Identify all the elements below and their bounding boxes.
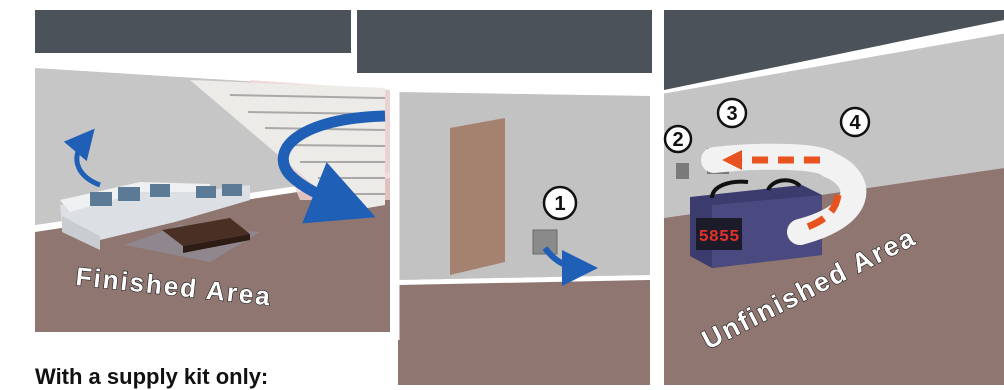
svg-text:1: 1 (554, 193, 565, 215)
vent-grille-icon (676, 163, 689, 179)
marker-1: 1 (544, 187, 576, 219)
door (450, 118, 505, 275)
svg-text:3: 3 (726, 103, 737, 125)
marker-4: 4 (841, 108, 869, 136)
svg-text:2: 2 (672, 129, 683, 151)
marker-3: 3 (718, 99, 746, 127)
marker-2: 2 (665, 126, 691, 152)
finished-room: Finished Area (35, 68, 390, 332)
svg-text:4: 4 (849, 112, 861, 134)
unit-display: 5855 (699, 228, 740, 247)
middle-room: 1 (398, 92, 650, 385)
supply-kit-caption: With a supply kit only: (35, 364, 268, 390)
